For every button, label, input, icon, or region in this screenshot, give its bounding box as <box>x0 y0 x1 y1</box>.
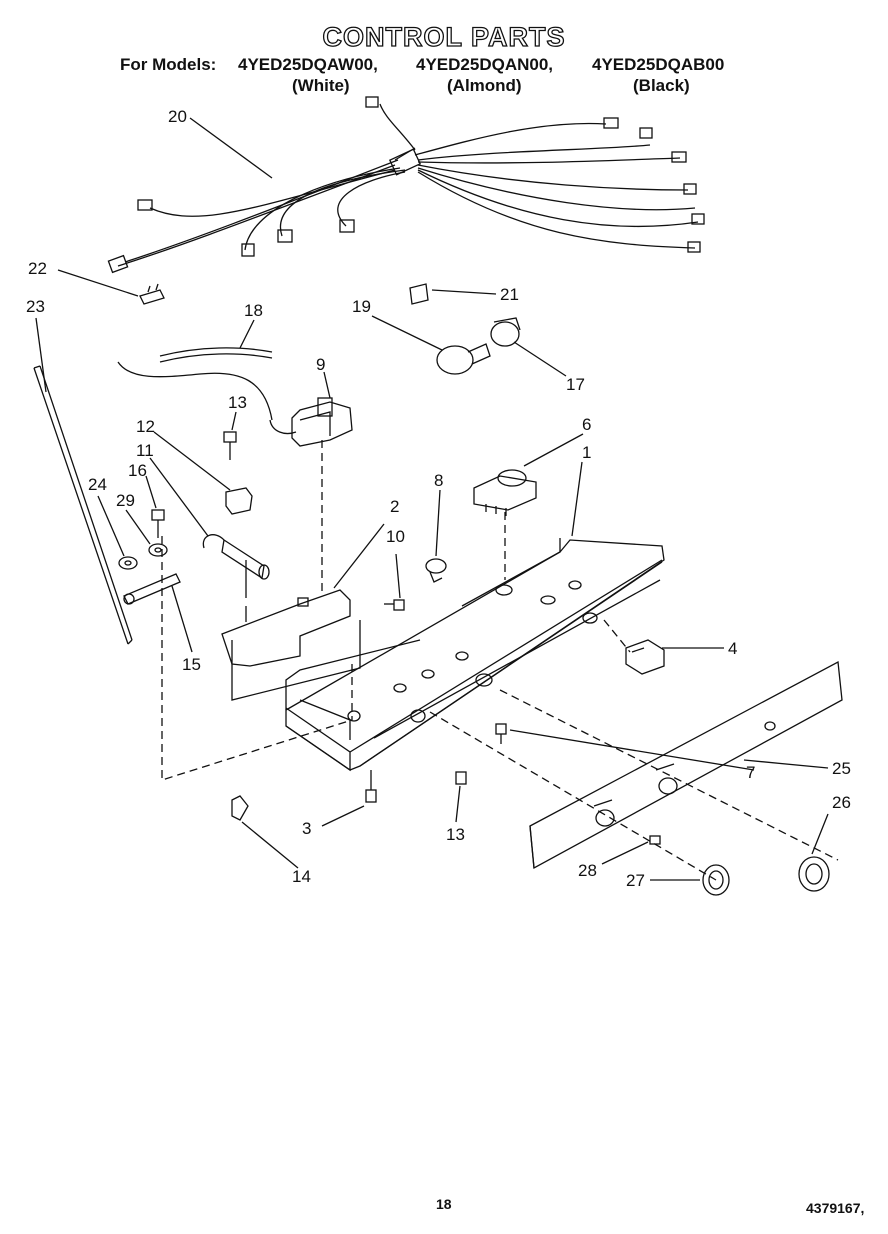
callout-leaders <box>35 117 829 881</box>
part-26-knob <box>798 856 830 892</box>
page-number: 18 <box>436 1196 452 1212</box>
callout-21: 21 <box>500 285 519 304</box>
part-2-bracket <box>221 589 361 701</box>
color-white: (White) <box>292 76 350 95</box>
part-15-lever <box>123 573 181 605</box>
callout-6: 6 <box>582 415 591 434</box>
wiring-harness <box>107 96 705 274</box>
part-10-screw <box>384 599 405 611</box>
part-29-washer <box>148 543 168 557</box>
color-black: (Black) <box>633 76 690 95</box>
part-24-washer <box>118 556 138 570</box>
part-21-socket-clip <box>409 283 429 305</box>
part-13-screw-upper <box>223 431 237 460</box>
callout-19: 19 <box>352 297 371 316</box>
part-16-screw <box>151 509 165 538</box>
document-number: 4379167, <box>806 1200 865 1216</box>
callout-28: 28 <box>578 861 597 880</box>
part-27-knob <box>702 864 730 896</box>
callout-11: 11 <box>136 441 154 460</box>
callout-8: 8 <box>434 471 443 490</box>
part-9-cold-control <box>269 397 353 447</box>
model-number-white: 4YED25DQAW00, <box>238 55 378 74</box>
callout-15: 15 <box>182 655 201 674</box>
callout-2: 2 <box>390 497 399 516</box>
callout-29: 29 <box>116 491 135 510</box>
part-4-switch <box>625 639 665 675</box>
callout-16: 16 <box>128 461 147 480</box>
callout-27: 27 <box>626 871 645 890</box>
callout-25: 25 <box>832 759 851 778</box>
callout-23: 23 <box>26 297 45 316</box>
callout-7: 7 <box>746 763 755 782</box>
part-22-clip <box>139 283 165 305</box>
part-25-control-panel <box>529 660 843 870</box>
part-28-indicator <box>649 835 661 845</box>
part-18-tube <box>117 347 273 421</box>
color-almond: (Almond) <box>447 76 522 95</box>
callout-13-upper: 13 <box>228 393 247 412</box>
callout-12: 12 <box>136 417 155 436</box>
callout-26: 26 <box>832 793 851 812</box>
callout-13-lower: 13 <box>446 825 465 844</box>
callout-22: 22 <box>28 259 47 278</box>
part-17-light-socket <box>490 317 521 347</box>
part-11-shaft-assembly <box>202 534 270 622</box>
callout-3: 3 <box>302 819 311 838</box>
callout-18: 18 <box>244 301 263 320</box>
page-title: CONTROL PARTS <box>322 21 566 52</box>
assembly-lines <box>161 440 839 881</box>
part-8-plug <box>425 558 447 583</box>
part-6-timer <box>473 469 537 516</box>
part-12-bracket <box>225 487 253 515</box>
callout-4: 4 <box>728 639 737 658</box>
models-prefix: For Models: <box>120 55 217 74</box>
callout-10: 10 <box>386 527 405 546</box>
part-23-rod <box>33 365 133 645</box>
callout-labels: 20 22 23 21 19 18 17 9 13 12 6 11 16 1 8… <box>26 107 851 890</box>
callout-9: 9 <box>316 355 325 374</box>
callout-14: 14 <box>292 867 311 886</box>
part-13-screw-lower <box>455 771 467 785</box>
callout-17: 17 <box>566 375 585 394</box>
model-number-black: 4YED25DQAB00 <box>592 55 725 74</box>
part-19-light-bulb <box>436 343 491 375</box>
part-14-clip <box>231 795 249 821</box>
model-number-almond: 4YED25DQAN00, <box>416 55 554 74</box>
part-1-control-housing <box>285 538 665 772</box>
part-3-screw <box>365 770 377 803</box>
callout-1: 1 <box>582 443 591 462</box>
callout-20: 20 <box>168 107 187 126</box>
part-7-screw <box>495 723 507 744</box>
callout-24: 24 <box>88 475 107 494</box>
